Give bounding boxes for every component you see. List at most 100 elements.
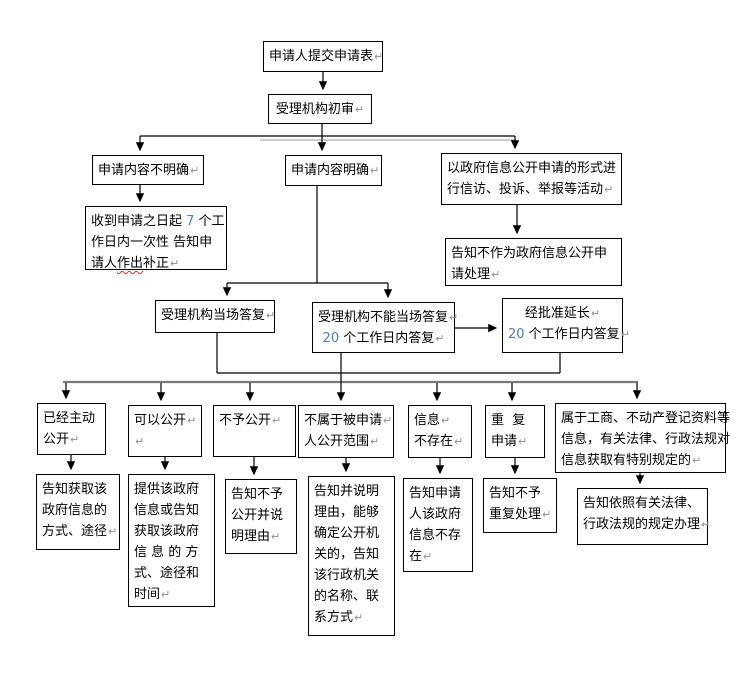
deadline-number: 20 <box>508 327 525 342</box>
paragraph-mark-icon: ↵ <box>190 164 200 177</box>
spellcheck-underlined-text: 作出 <box>117 256 144 271</box>
box-text-line: 关的，告知 <box>314 547 380 562</box>
paragraph-mark-icon: ↵ <box>383 414 393 427</box>
box-text-line: 请人作出补正↵ <box>91 256 180 271</box>
paragraph-mark-icon: ↵ <box>108 525 118 538</box>
petition-complaint-report-activities: 以政府信息公开申请的形式进行信访、投诉、举报等活动↵ <box>441 153 622 205</box>
box-text-line: 申请人提交申请表↵ <box>269 49 384 64</box>
box-text-line: 属于工商、不动产登记资料等 <box>561 411 731 426</box>
box-text-line: 20 个工作日内答复↵ <box>508 327 630 342</box>
box-text-line: 人公开范围↵ <box>304 434 380 449</box>
repeated-application: 重 复申请↵ <box>485 405 545 458</box>
box-text-line: 已经主动 <box>43 411 96 426</box>
box-text-line: 告知申请 <box>409 486 462 501</box>
box-text-line: 式、途径和 <box>134 566 200 581</box>
box-text-line: 可以公开↵ <box>134 413 197 428</box>
box-text-line: 不属于被申请↵ <box>304 413 393 428</box>
inform-reasons-and-agency-name-contact: 告知并说明理由，能够确定公开机关的，告知该行政机关的名称、联系方式↵ <box>308 476 395 636</box>
box-text-line: 时间↵ <box>134 587 171 602</box>
paragraph-mark-icon: ↵ <box>370 435 380 448</box>
box-text-line: 公开并说 <box>231 508 284 523</box>
paragraph-mark-icon: ↵ <box>542 508 552 521</box>
box-text-line: 获取该政府 <box>134 524 200 539</box>
box-text-line: 信息↵ <box>414 413 451 428</box>
inform-handle-per-laws-regulations: 告知依照有关法律、行政法规的规定办理↵ <box>577 488 711 545</box>
paragraph-mark-icon: ↵ <box>441 414 451 427</box>
box-text-line: 不存在↵ <box>414 434 464 449</box>
box-text-line: 信息或告知 <box>134 503 200 518</box>
registration-info-with-special-provisions: 属于工商、不动产登记资料等信息，有关法律、行政法规对信息获取有特别规定的↵ <box>555 403 731 473</box>
box-text-line: 提供该政府 <box>134 482 200 497</box>
box-text-line: 信 息 的 方 <box>134 545 199 560</box>
can-be-disclosed: 可以公开↵ ↵ <box>128 405 202 457</box>
box-text-line: 申请内容明确↵ <box>291 163 380 178</box>
cannot-reply-on-spot-20-workdays: 受理机构不能当场答复↵ 20 个工作日内答复↵ <box>312 302 459 353</box>
paragraph-mark-icon: ↵ <box>354 103 365 116</box>
inform-way-channel-to-obtain: 告知获取该政府信息的方式、途径↵ <box>36 474 120 550</box>
box-text-line: 请处理↵ <box>451 267 501 282</box>
paragraph-mark-icon: ↵ <box>491 268 501 281</box>
box-text-line: 告知依照有关法律、 <box>583 496 701 511</box>
box-text-line: 理由，能够 <box>314 505 380 520</box>
box-text-line: 告知不予 <box>489 486 542 501</box>
box-text-line: 确定公开机 <box>314 526 380 541</box>
box-text-line: 告知不予 <box>231 487 284 502</box>
provide-info-or-inform-way-channel-time: 提供该政府信息或告知获取该政府信 息 的 方式、途径和时间↵ <box>128 474 215 607</box>
paragraph-mark-icon: ↵ <box>70 433 80 446</box>
paragraph-mark-icon: ↵ <box>161 588 171 601</box>
box-text-line: 重复处理↵ <box>489 507 552 522</box>
paragraph-mark-icon: ↵ <box>692 454 702 467</box>
approved-extension-20-workdays: 经批准延长↵20 个工作日内答复↵ <box>502 298 630 353</box>
box-text-line: 信息获取有特别规定的↵ <box>561 453 702 468</box>
not-to-be-disclosed: 不予公开↵ <box>213 405 296 457</box>
box-text-line: 政府信息的 <box>42 503 108 518</box>
paragraph-mark-icon: ↵ <box>449 311 459 324</box>
paragraph-mark-icon: ↵ <box>454 435 464 448</box>
box-text-line: 该行政机关 <box>314 568 380 583</box>
box-text-line: 申请↵ <box>491 434 528 449</box>
paragraph-mark-icon: ↵ <box>604 183 614 196</box>
box-text-line: 信息不存 <box>409 528 462 543</box>
box-text-line: 行政法规的规定办理↵ <box>583 517 711 532</box>
box-text-line: 重 复 <box>491 413 526 428</box>
notify-correction-within-7-workdays: 收到申请之日起 7 个工作日内一次性 告知申请人作出补正↵ <box>85 206 227 271</box>
box-text-line: 受理机构不能当场答复↵ <box>318 310 459 325</box>
box-text-line: 受理机构初审↵ <box>275 102 365 117</box>
box-text-line: 20 个工作日内答复↵ <box>322 331 445 346</box>
paragraph-mark-icon: ↵ <box>590 307 601 320</box>
deadline-number: 7 <box>186 214 195 229</box>
agency-replies-on-the-spot: 受理机构当场答复↵ <box>155 300 275 333</box>
box-text-line: 作日内一次性 告知申 <box>91 235 213 250</box>
box-text-line: 受理机构当场答复↵ <box>161 308 276 323</box>
inform-no-repeat-processing: 告知不予重复处理↵ <box>483 478 557 533</box>
inform-refusal-with-reasons: 告知不予公开并说明理由↵ <box>225 479 297 554</box>
paragraph-mark-icon: ↵ <box>271 530 281 543</box>
box-text-line: 明理由↵ <box>231 529 281 544</box>
box-text-line: 告知获取该 <box>42 482 108 497</box>
box-text-line: 以政府信息公开申请的形式进 <box>447 161 617 176</box>
application-content-unclear: 申请内容不明确↵ <box>92 155 204 185</box>
not-treated-as-disclosure-application: 告知不作为政府信息公开申请处理↵ <box>445 238 622 286</box>
paragraph-mark-icon: ↵ <box>370 164 380 177</box>
paragraph-mark-icon: ↵ <box>135 435 145 448</box>
paragraph-mark-icon: ↵ <box>701 518 711 531</box>
paragraph-mark-icon: ↵ <box>518 435 528 448</box>
box-text-line: 公开↵ <box>43 432 80 447</box>
information-does-not-exist: 信息↵ 不存在↵ <box>408 405 472 458</box>
box-text-line: 告知不作为政府信息公开申 <box>451 246 608 261</box>
acceptance-agency-initial-review: 受理机构初审↵ <box>268 94 372 124</box>
paragraph-mark-icon: ↵ <box>423 550 433 563</box>
box-text-line: 信息，有关法律、行政法规对 <box>561 432 731 447</box>
box-text-line: 收到申请之日起 7 个工 <box>91 214 225 229</box>
paragraph-mark-icon: ↵ <box>272 414 282 427</box>
box-text-line: ↵ <box>134 431 196 452</box>
box-text-line: 系方式↵ <box>314 610 364 625</box>
box-text-line: 申请内容不明确↵ <box>98 163 200 178</box>
box-text-line: 不予公开↵ <box>219 413 282 428</box>
paragraph-mark-icon: ↵ <box>354 611 364 624</box>
box-text-line: 在↵ <box>409 549 433 564</box>
applicant-submits-form: 申请人提交申请表↵ <box>263 41 383 72</box>
not-within-respondent-disclosure-scope: 不属于被申请↵ 人公开范围↵ <box>298 405 394 458</box>
